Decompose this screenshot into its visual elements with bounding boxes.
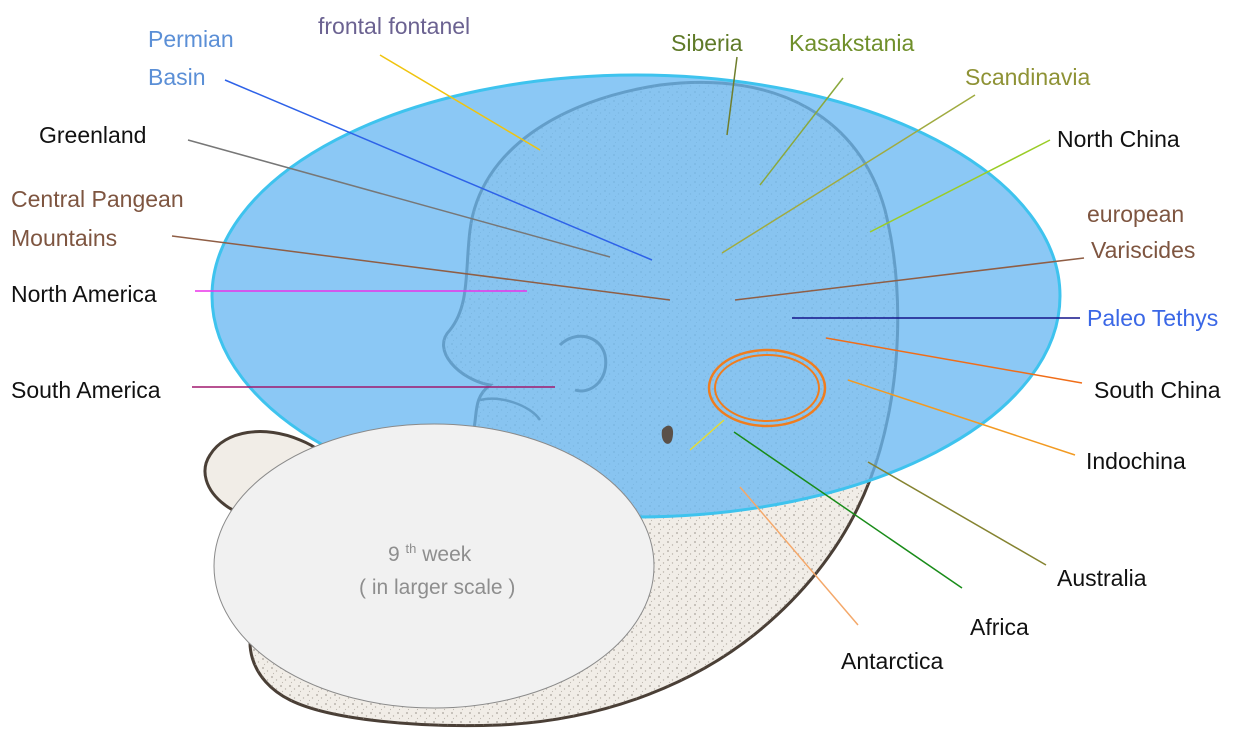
label-north-china: North China <box>1057 126 1180 153</box>
label-frontal-fontanel: frontal fontanel <box>318 13 470 40</box>
label-central-pangean-line2: Mountains <box>11 225 117 252</box>
label-paleo-tethys: Paleo Tethys <box>1087 305 1218 332</box>
label-greenland: Greenland <box>39 122 146 149</box>
inset-week-suffix: th <box>406 541 417 556</box>
label-kasakstania: Kasakstania <box>789 30 914 57</box>
label-north-america: North America <box>11 281 157 308</box>
label-africa: Africa <box>970 614 1029 641</box>
inset-week-word: week <box>422 543 471 566</box>
label-south-china: South China <box>1094 377 1221 404</box>
label-indochina: Indochina <box>1086 448 1186 475</box>
label-permian-basin-line2: Basin <box>148 64 206 91</box>
label-permian-basin-line1: Permian <box>148 26 234 53</box>
pointer-australia <box>868 462 1046 565</box>
inset-caption-line2: ( in larger scale ) <box>359 576 515 600</box>
label-australia: Australia <box>1057 565 1146 592</box>
inset-week-number: 9 <box>388 543 400 566</box>
label-european-variscides-line1: european <box>1087 201 1184 228</box>
label-siberia: Siberia <box>671 30 743 57</box>
label-scandinavia: Scandinavia <box>965 64 1090 91</box>
label-south-america: South America <box>11 377 161 404</box>
inset-caption-line1: 9 th week <box>388 541 471 567</box>
label-antarctica: Antarctica <box>841 648 943 675</box>
label-european-variscides-line2: Variscides <box>1091 237 1195 264</box>
label-central-pangean-line1: Central Pangean <box>11 186 184 213</box>
